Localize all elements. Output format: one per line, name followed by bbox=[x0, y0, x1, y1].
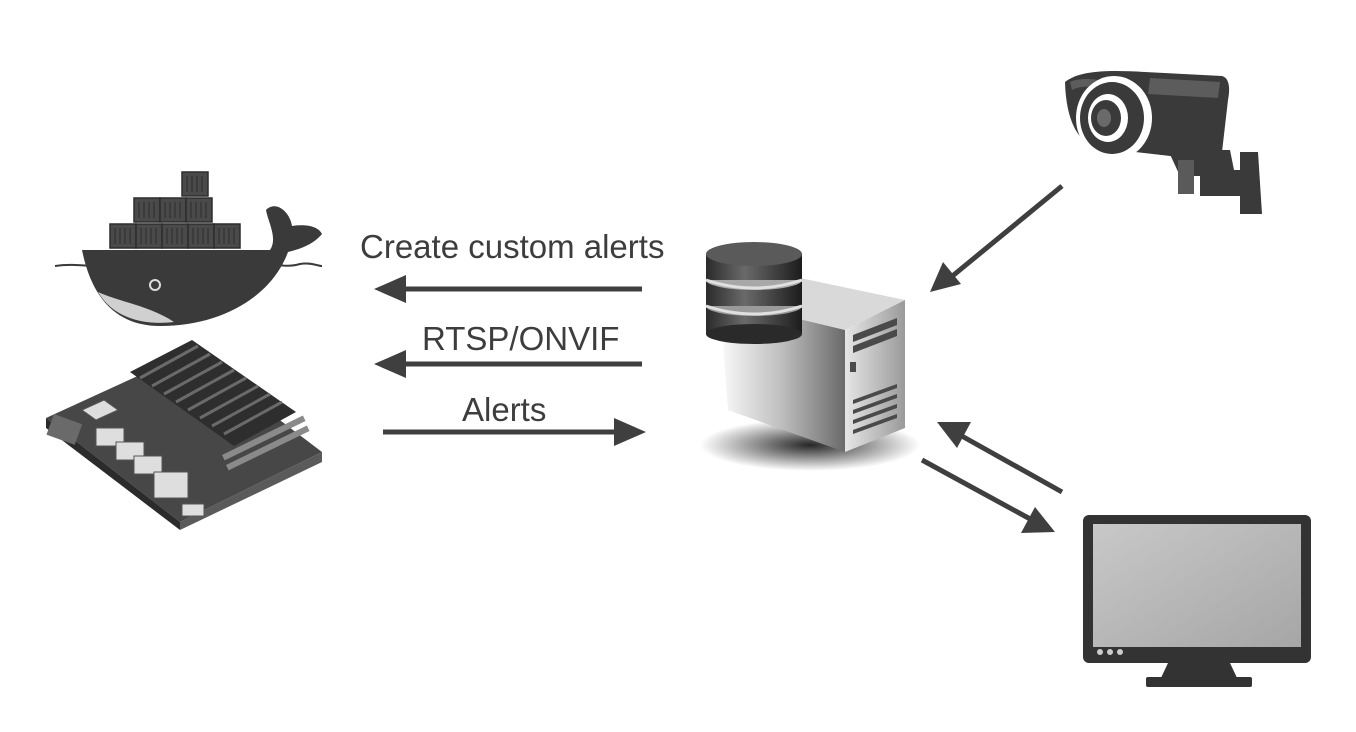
docker-whale-icon bbox=[54, 171, 323, 326]
database-server-icon bbox=[700, 242, 920, 471]
jetson-nano-board-icon bbox=[46, 340, 322, 530]
arrow-create-custom-alerts bbox=[374, 275, 642, 303]
cctv-camera-icon bbox=[1065, 71, 1262, 214]
arrow-server-to-monitor bbox=[920, 457, 1055, 533]
monitor-icon bbox=[1083, 515, 1311, 687]
arrow-rtsp-onvif bbox=[374, 350, 642, 378]
rtsp-onvif-label: RTSP/ONVIF bbox=[422, 320, 620, 357]
alerts-label: Alerts bbox=[462, 391, 547, 428]
create-custom-alerts-label: Create custom alerts bbox=[360, 228, 665, 265]
arrow-alerts bbox=[383, 418, 646, 446]
arrow-monitor-to-server bbox=[937, 422, 1064, 495]
arrow-camera-to-server bbox=[930, 184, 1064, 292]
